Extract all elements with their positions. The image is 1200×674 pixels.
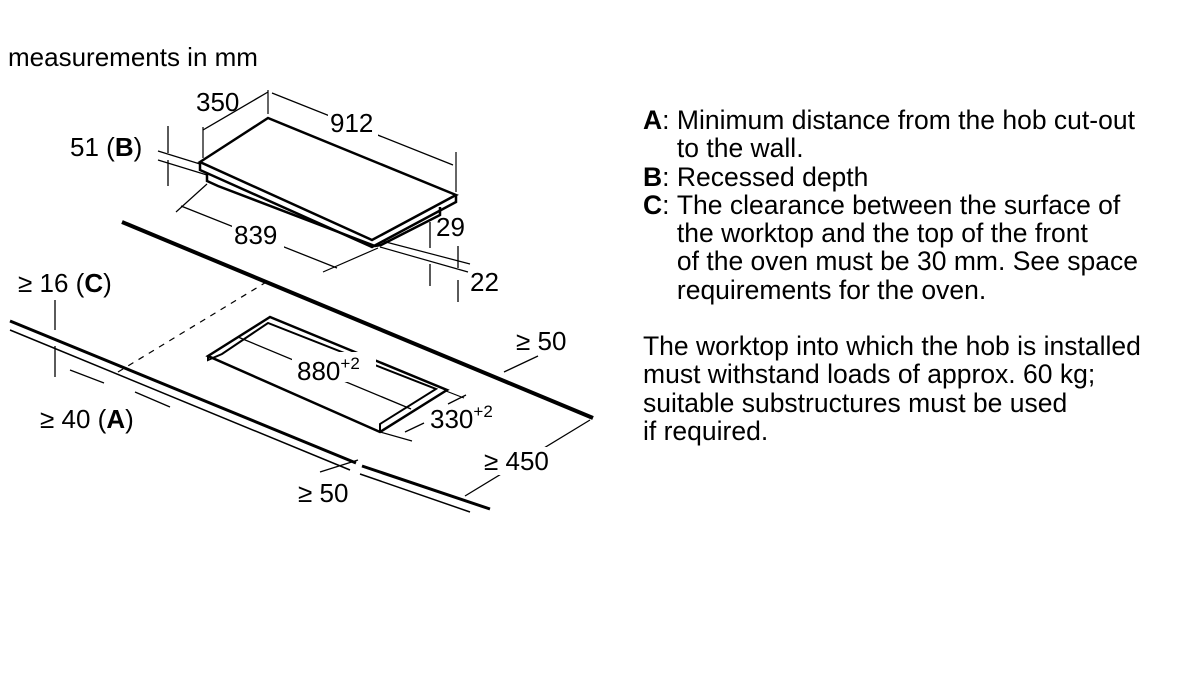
- worktop-left-guide: [117, 280, 269, 373]
- dim-clearance-a-left-arrow: [69, 369, 105, 384]
- hob-drawing: [197, 116, 459, 249]
- hob-glass-edge: [198, 162, 458, 249]
- dim-clearance-a-right-arrow: [134, 391, 171, 408]
- dim-29-label: 29: [436, 212, 465, 242]
- measurements-caption: measurements in mm: [8, 42, 258, 72]
- clearance-c-label: ≥ 16 (C): [18, 268, 112, 298]
- worktop-front-edge-right-lower: [359, 473, 471, 513]
- bottom-width-label: 839: [234, 220, 277, 250]
- dim-min-side-arrow: [319, 459, 359, 473]
- legend: A: Minimum distance from the hob cut-out…: [643, 106, 1188, 304]
- hob-depth-label: 350: [196, 87, 239, 117]
- load-note: The worktop into which the hob is instal…: [643, 331, 1141, 446]
- dim-cutout-depth-arrow-left: [404, 422, 425, 433]
- min-side-label: ≥ 50: [298, 478, 348, 508]
- dim-cutout-depth-arrow-right: [447, 394, 467, 405]
- recessed-depth-label: 51 (B): [70, 132, 142, 162]
- dim-22-label: 22: [470, 267, 499, 297]
- legend-text: Minimum distance from the hob cut-out to…: [676, 105, 1135, 164]
- worktop-front-edge-right: [361, 464, 491, 511]
- legend-key: C:: [643, 191, 677, 304]
- worktop-front-edge: [9, 319, 357, 465]
- cutout-depth-label: 330+2: [430, 402, 493, 434]
- legend-key-letter: C: [643, 189, 663, 220]
- legend-item-b: B: Recessed depth: [643, 161, 1188, 192]
- legend-key: A:: [643, 106, 677, 163]
- legend-item-a: A: Minimum distance from the hob cut-out…: [643, 106, 1188, 163]
- legend-key-letter: B: [643, 161, 663, 192]
- legend-item-c: C: The clearance between the surface of …: [643, 191, 1188, 304]
- legend-text: Recessed depth: [676, 161, 869, 192]
- legend-key: B:: [643, 161, 677, 192]
- min-back-label: ≥ 50: [516, 326, 566, 356]
- cutout-width-label: 880+2: [297, 354, 360, 386]
- min-worktop-label: ≥ 450: [484, 446, 549, 476]
- clearance-a-label: ≥ 40 (A): [40, 404, 134, 434]
- hob-housing: [205, 173, 442, 248]
- worktop-back-edge: [121, 220, 594, 420]
- worktop-front-edge-lower: [9, 329, 351, 471]
- legend-key-letter: A: [643, 105, 663, 135]
- legend-text: The clearance between the surface of the…: [676, 189, 1138, 305]
- hob-width-label: 912: [330, 108, 373, 138]
- dim-hob-depth-arrow: [202, 91, 269, 131]
- dim-min-back-arrow: [503, 355, 539, 373]
